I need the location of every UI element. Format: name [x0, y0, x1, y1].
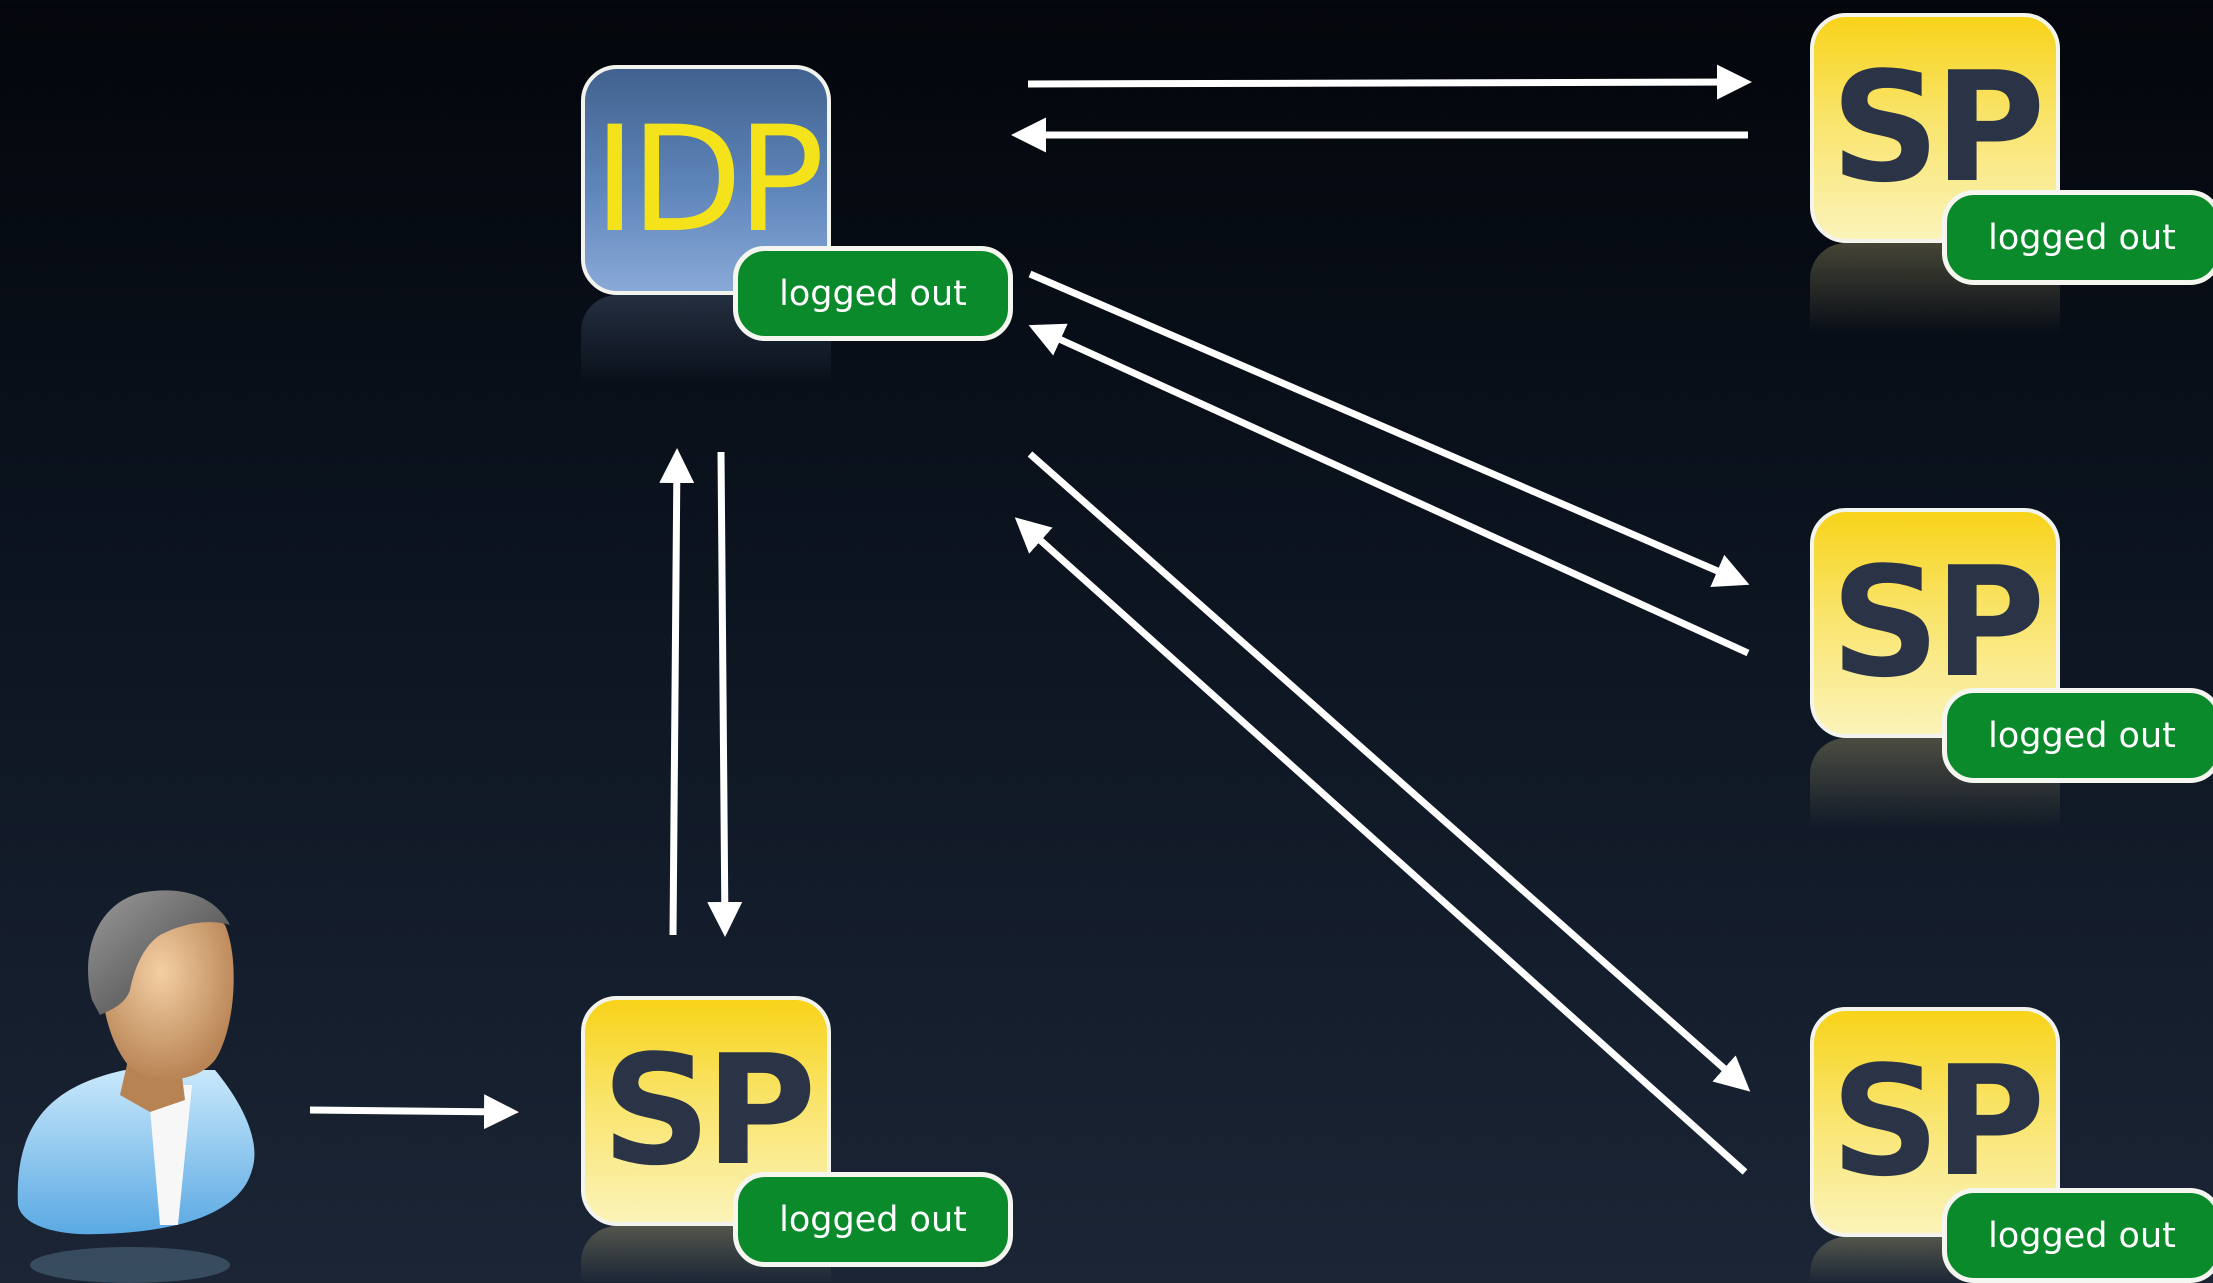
arrow-idp-to-sp-main — [707, 451, 743, 937]
sp-top-label: SP — [1830, 39, 2046, 216]
sp-top-status-badge: logged out — [1942, 190, 2213, 285]
sp-main-label: SP — [601, 1022, 817, 1199]
arrow-sp-middle-to-idp — [1028, 323, 1750, 657]
arrow-idp-to-sp-middle — [1028, 270, 1750, 587]
arrow-user-to-sp-main — [309, 1094, 519, 1130]
idp-label: IDP — [593, 95, 825, 265]
user-avatar-icon — [17, 890, 255, 1283]
sp-middle-status-badge: logged out — [1942, 688, 2213, 783]
sp-middle-label: SP — [1830, 534, 2046, 711]
sp-bottom-node: SP — [1810, 1007, 2060, 1237]
sp-bottom-status-badge: logged out — [1942, 1188, 2213, 1283]
arrow-idp-to-sp-bottom — [1027, 451, 1751, 1092]
idp-status-badge: logged out — [733, 246, 1013, 341]
sp-main-status-badge: logged out — [733, 1172, 1013, 1267]
sp-top-node: SP — [1810, 13, 2060, 243]
arrow-idp-to-sp-top — [1027, 64, 1752, 100]
sp-bottom-label: SP — [1830, 1033, 2046, 1210]
arrow-sp-bottom-to-idp — [1014, 517, 1748, 1175]
arrow-sp-main-to-idp — [659, 448, 695, 936]
